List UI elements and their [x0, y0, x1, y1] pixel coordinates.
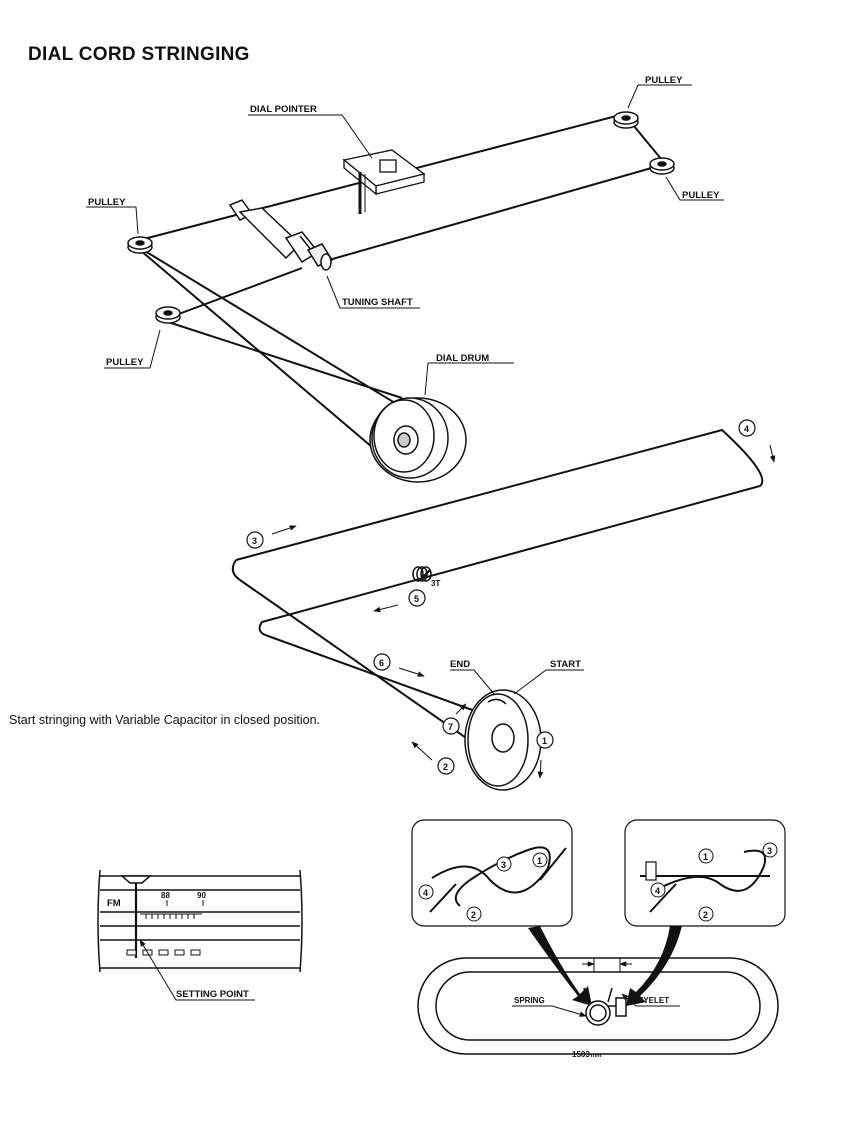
loop-dimension-ticks	[582, 958, 632, 972]
knot-left-step-2: 2	[471, 910, 476, 920]
pulley-right-lower	[649, 157, 675, 175]
scale-mark-88: 88	[161, 891, 170, 900]
knot-left-step-1: 1	[537, 856, 542, 866]
setting-point-label: SETTING POINT	[176, 989, 249, 1000]
step-2: 2	[443, 762, 448, 772]
step-arrows	[271, 444, 776, 779]
knot-right-step-1: 1	[703, 852, 708, 862]
tuning-shaft-label: TUNING SHAFT	[342, 297, 413, 308]
start-label: START	[550, 659, 581, 670]
pulley-right-upper	[613, 111, 639, 129]
loop-length-value: 1503	[572, 1050, 590, 1059]
knot-right-step-3: 3	[767, 846, 772, 856]
pulley-left-lower	[155, 306, 181, 324]
dial-drum	[369, 397, 467, 483]
eyelet-label: EYELET	[638, 996, 669, 1005]
step-4: 4	[744, 424, 749, 434]
knot-detail-right	[624, 819, 786, 927]
step-markers	[246, 419, 756, 775]
page-title: DIAL CORD STRINGING	[28, 44, 250, 65]
end-label: END	[450, 659, 470, 670]
coil-3t	[412, 566, 432, 582]
spring-eyelet	[583, 987, 627, 1026]
start-drum	[464, 689, 542, 791]
detail-arrows	[528, 926, 682, 1006]
scale-mark-90: 90	[197, 891, 206, 900]
spring-label: SPRING	[514, 996, 545, 1005]
cord-loop	[417, 957, 779, 1055]
pulley-label-left-upper: PULLEY	[88, 197, 126, 208]
top-label-leaders	[86, 84, 724, 396]
knot-detail-left-markers	[418, 852, 548, 922]
pulley-label-right: PULLEY	[682, 190, 720, 201]
knot-detail-left	[411, 819, 573, 927]
step-7: 7	[448, 722, 453, 732]
spring-eyelet-leaders	[512, 993, 680, 1017]
dial-pointer	[342, 149, 426, 214]
loop-length-unit: mm	[591, 1053, 602, 1059]
knot-right-step-4: 4	[655, 886, 660, 896]
setting-point-leader	[139, 939, 255, 1001]
step-5: 5	[414, 594, 419, 604]
tuning-shaft	[228, 199, 334, 271]
pulley-left-upper	[127, 236, 153, 254]
end-start-leaders	[450, 669, 584, 695]
scale-ticks	[140, 900, 204, 919]
knot-left-step-3: 3	[501, 860, 506, 870]
dial-drum-label: DIAL DRUM	[436, 353, 489, 364]
dial-pointer-label: DIAL POINTER	[250, 104, 317, 115]
step-6: 6	[379, 658, 384, 668]
dial-scale	[97, 869, 303, 973]
turns-label: 3T	[431, 579, 440, 588]
loop-length: 1503mm	[572, 1050, 601, 1059]
scale-presets	[126, 949, 201, 956]
pulley-label-top-right: PULLEY	[645, 75, 683, 86]
step-3: 3	[252, 536, 257, 546]
step-1: 1	[542, 736, 547, 746]
knot-detail-right-markers	[650, 842, 778, 922]
fm-band-label: FM	[107, 898, 121, 909]
knot-left-step-4: 4	[423, 888, 428, 898]
stringing-note: Start stringing with Variable Capacitor …	[9, 713, 321, 727]
pulley-label-left-lower: PULLEY	[106, 357, 144, 368]
knot-right-step-2: 2	[703, 910, 708, 920]
